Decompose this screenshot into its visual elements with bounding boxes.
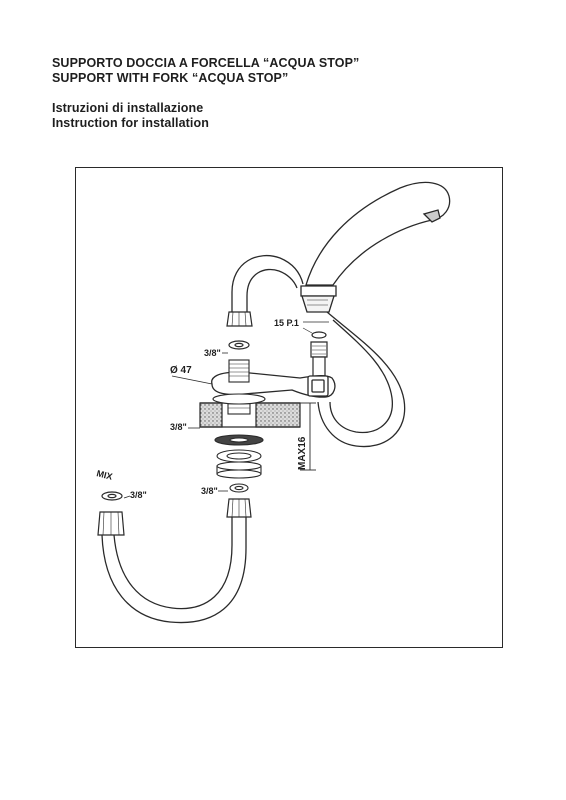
leader-diameter [171, 375, 213, 385]
washer-top [228, 340, 250, 350]
seat-ring [212, 393, 266, 405]
label-thread-top: 3/8" [204, 348, 221, 358]
subtitle-italian: Istruzioni di installazione [52, 101, 204, 115]
hose-nut-mix [97, 511, 125, 536]
title-italian: SUPPORTO DOCCIA A FORCELLA “ACQUA STOP” [52, 56, 360, 70]
dimension-line [300, 402, 316, 471]
hose-nut-bottom [226, 498, 252, 518]
label-part-ref: 15 P.1 [274, 318, 299, 328]
subtitle-english: Instruction for installation [52, 116, 209, 130]
leader-thread-mix [123, 495, 131, 499]
label-mix: MIX [96, 468, 114, 482]
hose-nut-top [226, 311, 253, 327]
washer-15-p1 [302, 321, 329, 339]
washer-stack [214, 434, 264, 493]
label-max-thickness: MAX16 [297, 436, 308, 470]
washer-mix [101, 491, 123, 501]
label-thread-middle: 3/8" [170, 422, 187, 432]
document-title: SUPPORTO DOCCIA A FORCELLA “ACQUA STOP” … [52, 56, 359, 86]
mix-hose [101, 517, 247, 624]
shower-hose-loop [317, 311, 406, 448]
label-diameter: Ø 47 [170, 365, 192, 376]
upper-hose [231, 254, 304, 312]
diagram-frame [75, 167, 503, 648]
worktop-slab [199, 402, 301, 428]
faucet-spout [300, 181, 451, 313]
label-thread-mix: 3/8" [130, 490, 147, 500]
label-thread-bottom: 3/8" [201, 486, 218, 496]
document-subtitle: Istruzioni di installazione Instruction … [52, 101, 209, 131]
title-english: SUPPORT WITH FORK “ACQUA STOP” [52, 71, 289, 85]
